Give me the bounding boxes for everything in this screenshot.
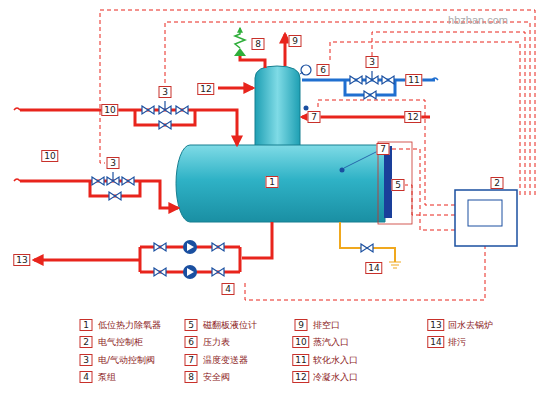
legend-text: 温度变送器 [203,355,248,366]
callout-number: 13 [13,254,30,266]
legend-text: 泵组 [98,372,116,383]
callout-number: 6 [317,64,330,76]
callout-number: 10 [292,336,309,348]
callout-number: 7 [308,111,321,123]
callout-number: 3 [107,157,120,169]
callout-number: 5 [392,179,405,191]
legend-text: 磁翻板液位计 [203,320,257,331]
callout-number: 13 [427,319,444,331]
legend-text: 电/气动控制阀 [98,355,155,366]
callout-number: 4 [222,283,235,295]
callout-number: 11 [405,74,422,86]
callout-number: 7 [185,354,198,366]
callout-number: 2 [80,336,93,348]
callout-number: 12 [197,83,214,95]
legend-text: 回水去锅炉 [448,320,493,331]
legend-text: 低位热力除氧器 [98,320,161,331]
watermark: hbzhan.com [448,14,508,26]
legend-text: 电气控制柜 [98,337,143,348]
callout-number: 5 [185,319,198,331]
callout-number: 3 [80,354,93,366]
callout-number: 7 [377,143,390,155]
callout-number: 12 [292,371,309,383]
callout-number: 9 [289,35,302,47]
legend-text: 软化水入口 [313,355,358,366]
legend-text: 蒸汽入口 [313,337,349,348]
callout-number: 3 [159,86,172,98]
callout-number: 9 [295,319,308,331]
callout-number: 1 [80,319,93,331]
callout-number: 1 [266,176,279,188]
callout-number: 8 [185,371,198,383]
legend-text: 排空口 [313,320,340,331]
legend-text: 排污 [448,337,466,348]
legend-text: 安全阀 [203,372,230,383]
callout-number: 11 [292,354,309,366]
callout-number: 4 [80,371,93,383]
callout-number: 3 [366,56,379,68]
legend-text: 冷凝水入口 [313,372,358,383]
callout-number: 14 [427,336,444,348]
legend-text: 压力表 [203,337,230,348]
callout-number: 10 [101,104,118,116]
callout-number: 12 [404,111,421,123]
callout-number: 8 [252,38,265,50]
callout-number: 2 [491,177,504,189]
callout-number: 14 [365,262,382,274]
callout-number: 6 [185,336,198,348]
callout-number: 10 [41,150,58,162]
